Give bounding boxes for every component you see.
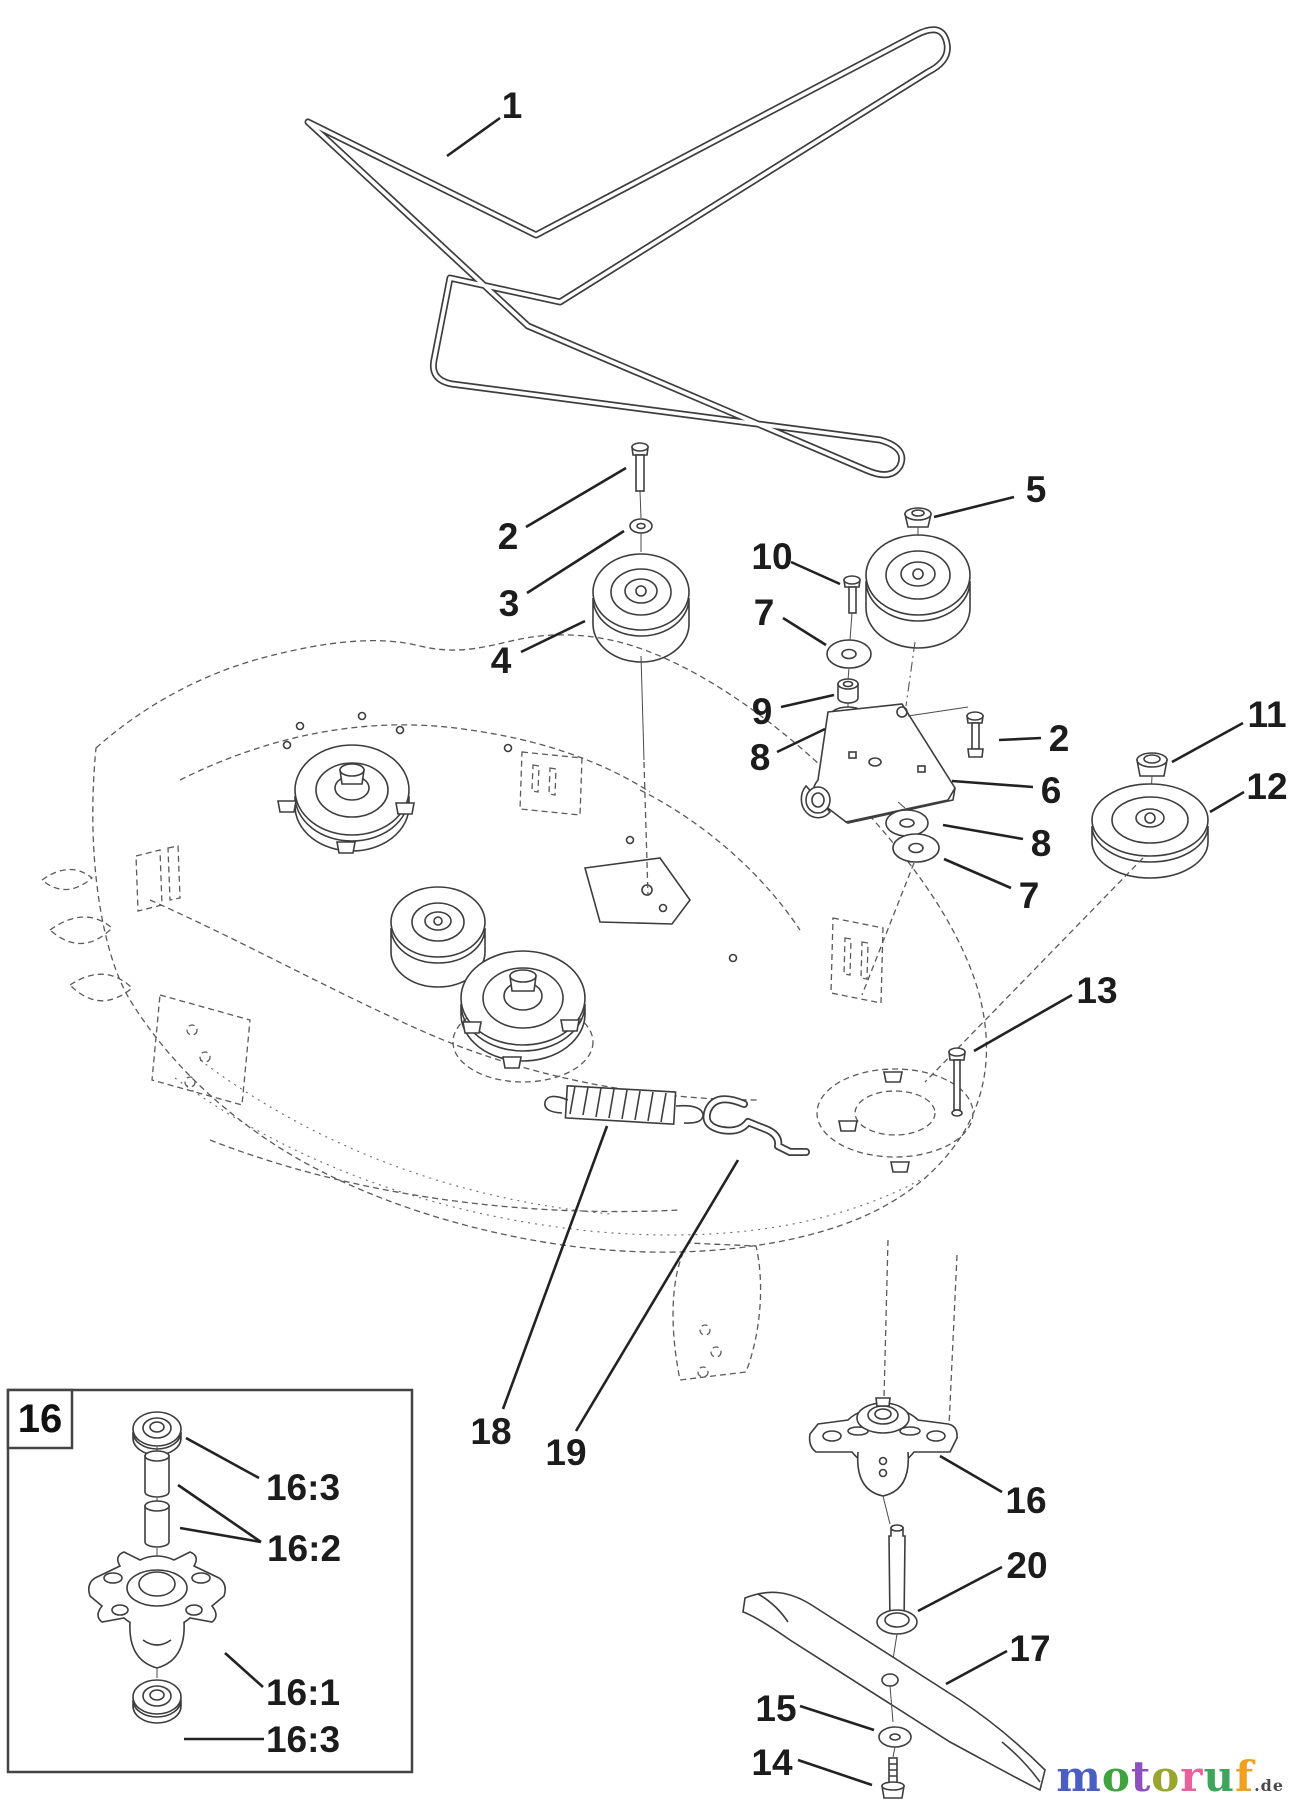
callout-leader-16:3 [185,1436,260,1480]
callout-2: 2 [1049,718,1070,759]
callout-17: 17 [1009,1628,1050,1669]
spindle-assembly-16 [808,1397,958,1525]
callout-leader-16 [939,1454,1003,1494]
bolt-10 [843,575,861,641]
callout-12: 12 [1246,766,1287,807]
callout-20: 20 [1006,1545,1047,1586]
callout-8: 8 [1031,823,1052,864]
callout-16:1: 16:1 [266,1672,340,1713]
callout-10: 10 [751,536,792,577]
callout-leader-9 [780,693,835,709]
callout-leader-13 [973,993,1073,1053]
callout-16:2: 16:2 [267,1528,341,1569]
callout-16:3: 16:3 [266,1719,340,1760]
callout-18: 18 [470,1411,511,1452]
transmission-pulley-12 [924,783,1209,1083]
callout-leader-11 [1171,721,1244,764]
inset-bearing-bottom-16-3 [132,1679,182,1724]
callout-leader-7 [782,616,827,647]
idler-pulley-4 [592,553,690,897]
callout-6: 6 [1041,770,1062,811]
callout-4: 4 [491,640,512,681]
callout-leader-12 [1209,790,1245,814]
callout-leader-19 [574,1159,740,1432]
callout-leader-7 [943,857,1012,890]
watermark-letter: o [1101,1752,1131,1801]
blade-washer-15 [878,1726,912,1758]
callout-8: 8 [750,737,771,778]
callout-3: 3 [499,583,520,624]
washer-3 [629,518,653,552]
callout-9: 9 [752,691,773,732]
callout-leader-3 [526,529,625,595]
callout-19: 19 [545,1432,586,1473]
deck-spindle-pulley-left [277,744,415,854]
watermark-letter: r [1180,1752,1204,1801]
callout-leader-16:2 [177,1483,262,1544]
callout-7: 7 [754,592,775,633]
watermark-letter: o [1151,1752,1181,1801]
watermark-letter: f [1234,1752,1255,1801]
callout-leader-4 [520,619,586,654]
washer-8b [885,809,929,837]
blade-bolt-14 [881,1757,905,1799]
callout-1: 1 [502,85,523,126]
callout-5: 5 [1026,469,1047,510]
watermark-letter: u [1203,1752,1235,1801]
spindle-shaft-20 [876,1524,918,1673]
watermark-logo: motoruf.de [1056,1756,1284,1798]
washer-7b [861,833,940,996]
callout-leader-16:2 [179,1526,262,1544]
drive-belt [304,26,951,479]
inset-label: 16 [18,1397,63,1441]
callout-leader-2 [525,466,627,529]
idler-arm-bracket-6 [800,703,969,824]
callout-14: 14 [751,1742,793,1783]
callout-leader-5 [933,495,1015,519]
bolt-13 [948,1047,966,1117]
callout-11: 11 [1247,694,1286,735]
callout-leader-8 [942,823,1024,841]
inset-bearing-top-16-3 [132,1411,182,1456]
callout-leader-16:1 [224,1652,264,1688]
watermark-letter: m [1056,1752,1102,1801]
bolt-2b [966,711,984,758]
idler-bolt-2 [631,442,649,519]
deck-idler-pulley-middle [390,886,486,988]
inset-spacer-b-16-2 [144,1500,170,1556]
callout-leader-8 [776,727,826,754]
callout-leader-2 [998,736,1042,742]
watermark-letter: t [1130,1752,1152,1801]
tension-spring-18 [544,1084,704,1125]
idler-link-19 [702,1095,810,1156]
callout-leader-14 [797,1758,873,1787]
inset-spindle-housing-16-1 [88,1551,226,1678]
callout-15: 15 [755,1688,796,1729]
callout-leader-1 [446,116,501,158]
callout-leader-10 [790,560,841,586]
washer-7a [826,639,872,681]
deck-spindle-mount [816,1068,974,1427]
v-idler-pulley-right [865,534,971,707]
callout-leader-15 [799,1704,875,1732]
callout-leader-17 [945,1649,1008,1686]
spacer-9 [837,678,859,704]
inset-spacer-a-16-2 [144,1450,170,1503]
inset-box: 16 [6,1388,414,1774]
callout-2: 2 [498,516,519,557]
deck-spindle-pulley-center [452,950,594,1083]
mower-deck-outline [40,634,988,1381]
callout-leader-6 [951,779,1034,789]
callout-13: 13 [1076,970,1117,1011]
watermark-suffix: .de [1254,1776,1284,1795]
callout-7: 7 [1019,875,1040,916]
callout-leader-18 [501,1125,609,1410]
callout-16:3: 16:3 [266,1467,340,1508]
callout-leader-20 [917,1565,1003,1613]
flange-nut-5 [903,507,933,540]
callout-16: 16 [1005,1480,1046,1521]
mower-blade-17 [742,1591,1046,1792]
